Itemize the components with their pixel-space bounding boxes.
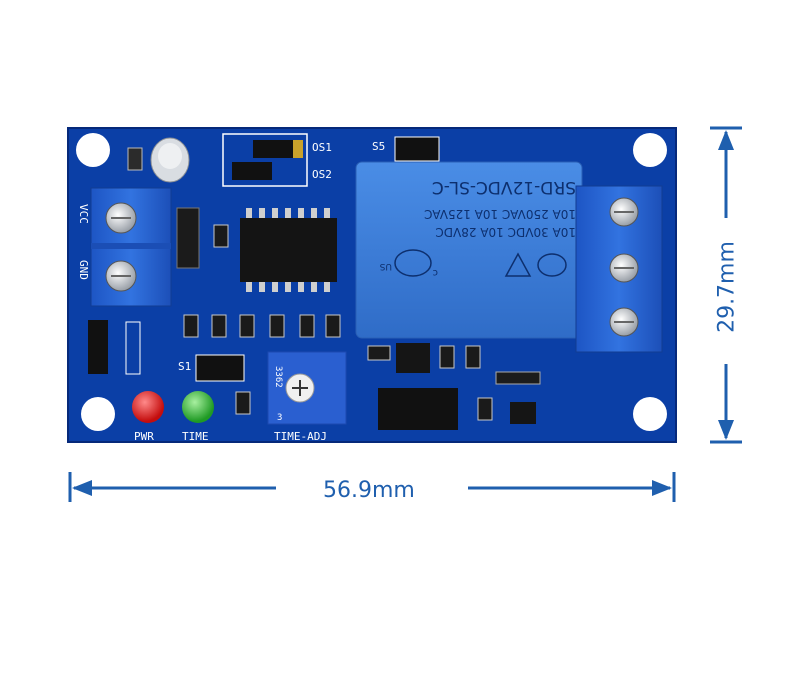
s1-jumper	[195, 354, 245, 382]
cqc-icon	[537, 253, 567, 277]
os1-label: OS1	[312, 141, 332, 154]
s5-jumper	[394, 136, 440, 162]
time-led	[182, 391, 214, 423]
height-dimension-label: 29.7mm	[714, 241, 740, 333]
relay: SRD-12VDC-SL-C 10A 250VAC 10A 125VAC 10A…	[355, 161, 583, 339]
diode	[176, 207, 200, 269]
relay-cert-us: US	[379, 261, 392, 271]
time-adj-label: TIME-ADJ	[274, 430, 327, 443]
s5-label: S5	[372, 140, 385, 153]
ic-chip	[240, 208, 337, 292]
capacitor	[150, 137, 190, 183]
mounting-hole	[633, 397, 667, 431]
transistor	[510, 402, 536, 424]
relay-terminal-block	[575, 185, 663, 353]
relay-model: SRD-12VDC-SL-C	[432, 177, 576, 197]
os-jumper-header	[222, 133, 308, 187]
ul-certification-icon: c US	[379, 249, 439, 278]
width-dimension-label: 56.9mm	[323, 478, 415, 503]
s1-label: S1	[178, 360, 191, 373]
time-label: TIME	[182, 430, 209, 443]
warning-triangle-icon	[504, 252, 532, 277]
os2-label: OS2	[312, 168, 332, 181]
relay-rating-2: 10A 30VDC 10A 28VDC	[435, 225, 576, 239]
power-led	[132, 391, 164, 423]
mounting-hole	[81, 397, 115, 431]
height-dimension-arrow	[710, 126, 742, 444]
potentiometer	[267, 351, 347, 425]
relay-cert: c	[433, 267, 439, 278]
pin-header	[88, 320, 141, 375]
diode	[495, 371, 541, 385]
relay-rating-1: 10A 250VAC 10A 125VAC	[424, 207, 576, 221]
mounting-hole	[633, 133, 667, 167]
gnd-label: GND	[77, 260, 90, 280]
pot-code-label: 3362	[273, 366, 283, 388]
pwr-label: PWR	[134, 430, 154, 443]
width-dimension-arrow	[68, 472, 676, 502]
mounting-hole	[76, 133, 110, 167]
pot-pin-label: 3	[277, 413, 282, 423]
smd-components	[183, 224, 493, 421]
optocoupler	[378, 388, 458, 430]
transistor	[396, 343, 430, 373]
vcc-label: VCC	[77, 204, 90, 224]
power-terminal-block	[90, 187, 172, 307]
